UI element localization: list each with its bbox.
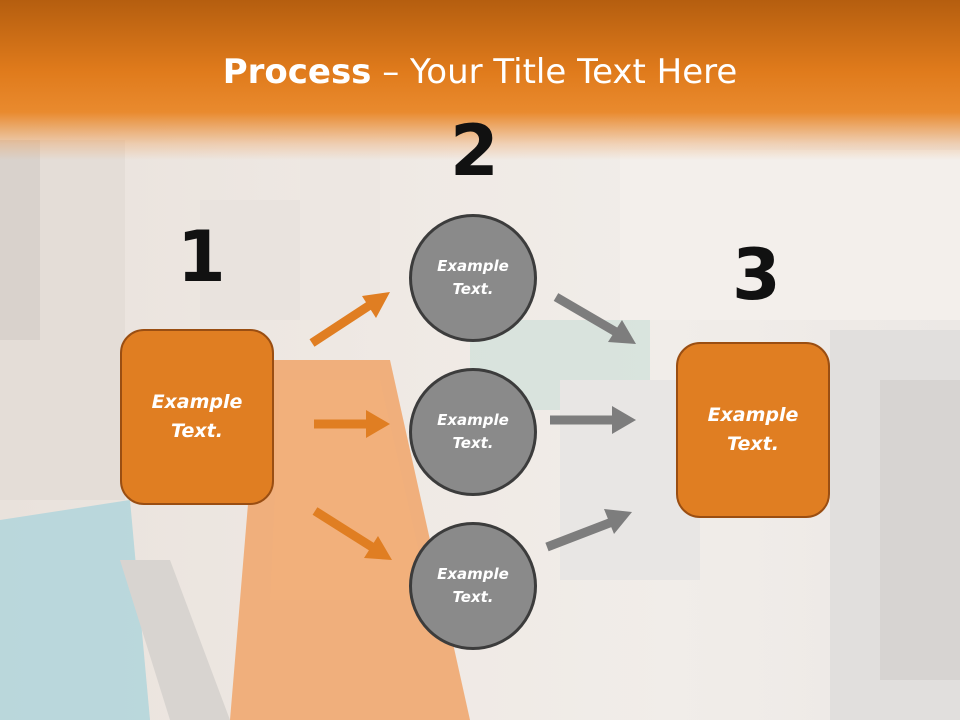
arrow-left-to-bottom	[312, 507, 392, 560]
step-number-2: 2	[450, 110, 499, 192]
step-1-text: Example Text.	[151, 391, 243, 442]
arrow-left-to-top	[309, 292, 390, 347]
step-number-1: 1	[177, 216, 226, 298]
arrow-bottom-to-right	[545, 509, 632, 552]
circle-middle-text: Example Text.	[437, 411, 509, 452]
step-2-circle-bottom[interactable]: Example Text.	[409, 522, 537, 650]
title-bar	[0, 0, 960, 160]
arrow-middle-to-right	[550, 406, 636, 434]
circle-top-text: Example Text.	[437, 257, 509, 298]
step-2-circle-middle[interactable]: Example Text.	[409, 368, 537, 496]
step-2-circle-top[interactable]: Example Text.	[409, 214, 537, 342]
step-number-3: 3	[732, 234, 781, 316]
title-rest: – Your Title Text Here	[371, 52, 738, 92]
circle-bottom-text: Example Text.	[437, 565, 509, 606]
slide-title: Process – Your Title Text Here	[0, 52, 960, 92]
title-bold: Process	[222, 52, 372, 92]
step-3-text: Example Text.	[707, 404, 799, 455]
step-3-box[interactable]: Example Text.	[676, 342, 830, 518]
arrow-top-to-right	[553, 293, 636, 344]
step-1-box[interactable]: Example Text.	[120, 329, 274, 505]
arrow-left-to-middle	[314, 410, 390, 438]
